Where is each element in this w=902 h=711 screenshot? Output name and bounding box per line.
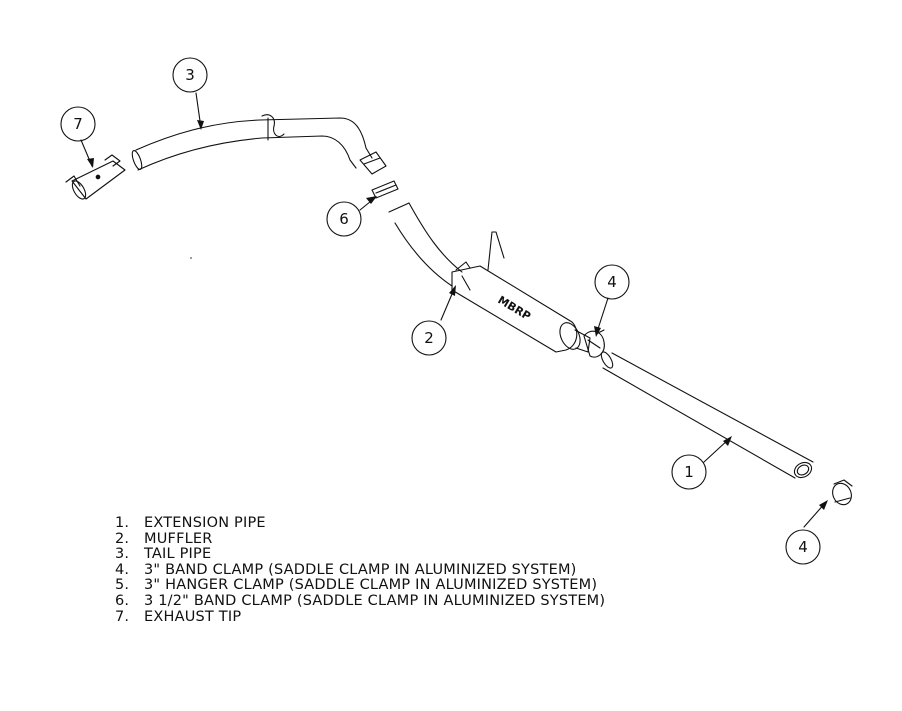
band-clamp-3-5 bbox=[371, 180, 399, 199]
legend-text: MUFFLER bbox=[144, 530, 213, 547]
leader-lines bbox=[80, 92, 827, 528]
callout-label-3: 3 bbox=[185, 66, 195, 84]
callout-label-4-upper: 4 bbox=[607, 273, 617, 291]
band-clamp-lower bbox=[832, 479, 853, 506]
leader-arrowheads bbox=[87, 120, 828, 510]
legend-item: 6. 3 1/2" BAND CLAMP (SADDLE CLAMP IN ALU… bbox=[115, 592, 606, 610]
extension-pipe bbox=[600, 351, 814, 479]
callout-label-1: 1 bbox=[684, 463, 694, 481]
legend-number: 1. bbox=[115, 515, 130, 531]
callout-label-6: 6 bbox=[339, 210, 349, 228]
parts-legend: 1. EXTENSION PIPE 2. MUFFLER 3. TAIL PIPE 4… bbox=[115, 515, 606, 626]
legend-item: 5. 3" HANGER CLAMP (SADDLE CLAMP IN ALUMI… bbox=[115, 578, 605, 594]
legend-text: EXTENSION PIPE bbox=[144, 515, 266, 531]
speck bbox=[190, 257, 192, 259]
legend-text: EXHAUST TIP bbox=[144, 608, 242, 625]
tail-pipe bbox=[131, 114, 387, 175]
callout-label-4-lower: 4 bbox=[798, 538, 808, 556]
exhaust-tip bbox=[65, 154, 126, 200]
legend-text: TAIL PIPE bbox=[144, 546, 212, 563]
legend-text: 3" HANGER CLAMP (SADDLE CLAMP IN ALUMINI… bbox=[144, 577, 598, 594]
legend-number: 2. bbox=[115, 530, 130, 547]
callout-circles bbox=[60, 57, 821, 565]
legend-number: 6. bbox=[115, 592, 130, 609]
callout-label-2: 2 bbox=[424, 329, 434, 347]
legend-text: 3" BAND CLAMP (SADDLE CLAMP IN ALUMINIZE… bbox=[144, 561, 577, 578]
muffler-brand-text: MBRP bbox=[495, 293, 532, 323]
legend-number: 5. bbox=[115, 577, 130, 594]
legend-item: 3. TAIL PIPE bbox=[115, 547, 605, 563]
muffler bbox=[388, 202, 591, 353]
legend-item: 7. EXHAUST TIP bbox=[115, 608, 605, 626]
legend-item: 4. 3" BAND CLAMP (SADDLE CLAMP IN ALUMINI… bbox=[115, 561, 605, 579]
legend-number: 7. bbox=[115, 608, 130, 625]
legend-number: 3. bbox=[115, 546, 130, 563]
legend-item: 2. MUFFLER bbox=[115, 530, 605, 548]
legend-item: 1. EXTENSION PIPE bbox=[115, 515, 605, 532]
legend-text: 3 1/2" BAND CLAMP (SADDLE CLAMP IN ALUMI… bbox=[144, 592, 606, 609]
callout-label-7: 7 bbox=[73, 115, 83, 133]
legend-number: 4. bbox=[115, 561, 130, 578]
